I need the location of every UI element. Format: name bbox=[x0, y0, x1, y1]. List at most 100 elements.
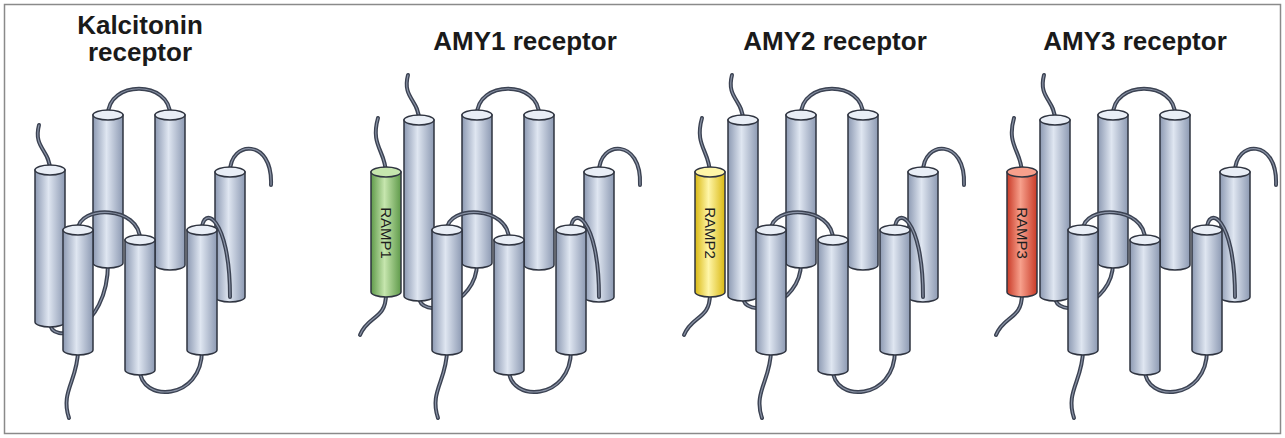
protein-loop bbox=[376, 118, 386, 174]
cylinder-top bbox=[371, 167, 401, 177]
protein-loop bbox=[1043, 75, 1055, 120]
tm-helix bbox=[155, 110, 185, 270]
protein-loop bbox=[700, 118, 710, 174]
ramp-cylinder: RAMP2 bbox=[694, 166, 726, 300]
loop-highlight bbox=[996, 294, 1022, 335]
seven-tm-receptor bbox=[684, 75, 964, 418]
receptor-group: AMY3 receptorRAMP3 bbox=[1000, 12, 1270, 422]
protein-loop bbox=[1012, 118, 1022, 174]
cylinder-body bbox=[818, 240, 848, 375]
cylinder-top bbox=[880, 225, 910, 235]
cylinder-top bbox=[494, 235, 524, 245]
tm-helix bbox=[1130, 235, 1160, 375]
cylinder-body bbox=[494, 240, 524, 375]
tm-helix bbox=[1098, 110, 1128, 268]
tm-helix bbox=[494, 235, 524, 375]
cylinder-body bbox=[155, 115, 185, 270]
tm-helix bbox=[556, 225, 586, 355]
cylinder-top bbox=[432, 225, 462, 235]
tm-helix bbox=[63, 225, 93, 355]
cylinder-body bbox=[1130, 240, 1160, 375]
cylinder-top bbox=[584, 167, 614, 177]
cylinder-top bbox=[1220, 167, 1250, 177]
protein-loop bbox=[66, 350, 78, 418]
tm-helix bbox=[880, 225, 910, 355]
protein-loop bbox=[360, 294, 386, 335]
cylinder-top bbox=[1192, 225, 1222, 235]
receptor-group: AMY1 receptorRAMP1 bbox=[360, 12, 690, 422]
receptor-title: AMY3 receptor bbox=[1003, 28, 1268, 55]
ramp-label: RAMP3 bbox=[1014, 207, 1031, 259]
cylinder-body bbox=[848, 115, 878, 270]
ramp-label: RAMP2 bbox=[702, 207, 719, 259]
loop-highlight bbox=[684, 294, 710, 335]
ramp-helix bbox=[695, 167, 725, 297]
tm-helix bbox=[1068, 225, 1098, 355]
loop-highlight bbox=[376, 118, 386, 174]
ramp-cylinder: RAMP3 bbox=[1006, 166, 1038, 300]
protein-loop bbox=[996, 294, 1022, 335]
receptor-group: AMY2 receptorRAMP2 bbox=[690, 12, 980, 422]
protein-loop bbox=[1071, 350, 1083, 418]
cylinder-body bbox=[695, 172, 725, 297]
tm-helix bbox=[756, 225, 786, 355]
cylinder-top bbox=[908, 167, 938, 177]
cylinder-top bbox=[695, 167, 725, 177]
cylinder-top bbox=[556, 225, 586, 235]
seven-tm-receptor bbox=[996, 75, 1276, 418]
cylinder-body bbox=[371, 172, 401, 297]
loop-highlight bbox=[759, 350, 771, 418]
cylinder-body bbox=[187, 230, 217, 355]
tm-helix bbox=[404, 115, 434, 301]
loop-highlight bbox=[731, 75, 743, 120]
receptor-title: Kalcitonin receptor bbox=[55, 12, 225, 67]
cylinder-top bbox=[187, 225, 217, 235]
tm-helix bbox=[728, 115, 758, 301]
cylinder-body bbox=[1192, 230, 1222, 355]
ramp-cylinder: RAMP1 bbox=[370, 166, 402, 300]
cylinder-top bbox=[1130, 235, 1160, 245]
figure-frame bbox=[5, 5, 1281, 434]
cylinder-top bbox=[728, 115, 758, 125]
cylinder-body bbox=[880, 230, 910, 355]
protein-loop bbox=[731, 75, 743, 120]
tm-helix bbox=[1192, 225, 1222, 355]
cylinder-top bbox=[848, 110, 878, 120]
cylinder-body bbox=[524, 115, 554, 270]
loop-highlight bbox=[407, 75, 419, 120]
cylinder-body bbox=[63, 230, 93, 355]
loop-highlight bbox=[360, 294, 386, 335]
loop-highlight bbox=[1043, 75, 1055, 120]
tm-helix bbox=[786, 110, 816, 268]
cylinder-body bbox=[728, 120, 758, 301]
loop-highlight bbox=[1071, 350, 1083, 418]
cylinder-top bbox=[404, 115, 434, 125]
cylinder-top bbox=[1098, 110, 1128, 120]
receptor-title: AMY1 receptor bbox=[365, 28, 685, 55]
cylinder-top bbox=[125, 235, 155, 245]
tm-helix bbox=[524, 110, 554, 270]
protein-loop bbox=[407, 75, 419, 120]
tm-helix bbox=[462, 110, 492, 268]
protein-loop bbox=[435, 350, 447, 418]
cylinder-body bbox=[1098, 115, 1128, 268]
cylinder-body bbox=[756, 230, 786, 355]
cylinder-body bbox=[786, 115, 816, 268]
tm-helix bbox=[848, 110, 878, 270]
tm-helix bbox=[432, 225, 462, 355]
protein-loop bbox=[38, 125, 50, 170]
cylinder-body bbox=[93, 115, 123, 268]
tm-helix bbox=[35, 165, 65, 327]
cylinder-top bbox=[1068, 225, 1098, 235]
cylinder-top bbox=[1160, 110, 1190, 120]
loop-highlight bbox=[66, 350, 78, 418]
tm-helix bbox=[93, 110, 123, 268]
protein-loop bbox=[759, 350, 771, 418]
cylinder-top bbox=[1040, 115, 1070, 125]
tm-helix bbox=[125, 235, 155, 375]
ramp-label: RAMP1 bbox=[378, 207, 395, 259]
cylinder-body bbox=[35, 170, 65, 327]
ramp-helix bbox=[1007, 167, 1037, 297]
